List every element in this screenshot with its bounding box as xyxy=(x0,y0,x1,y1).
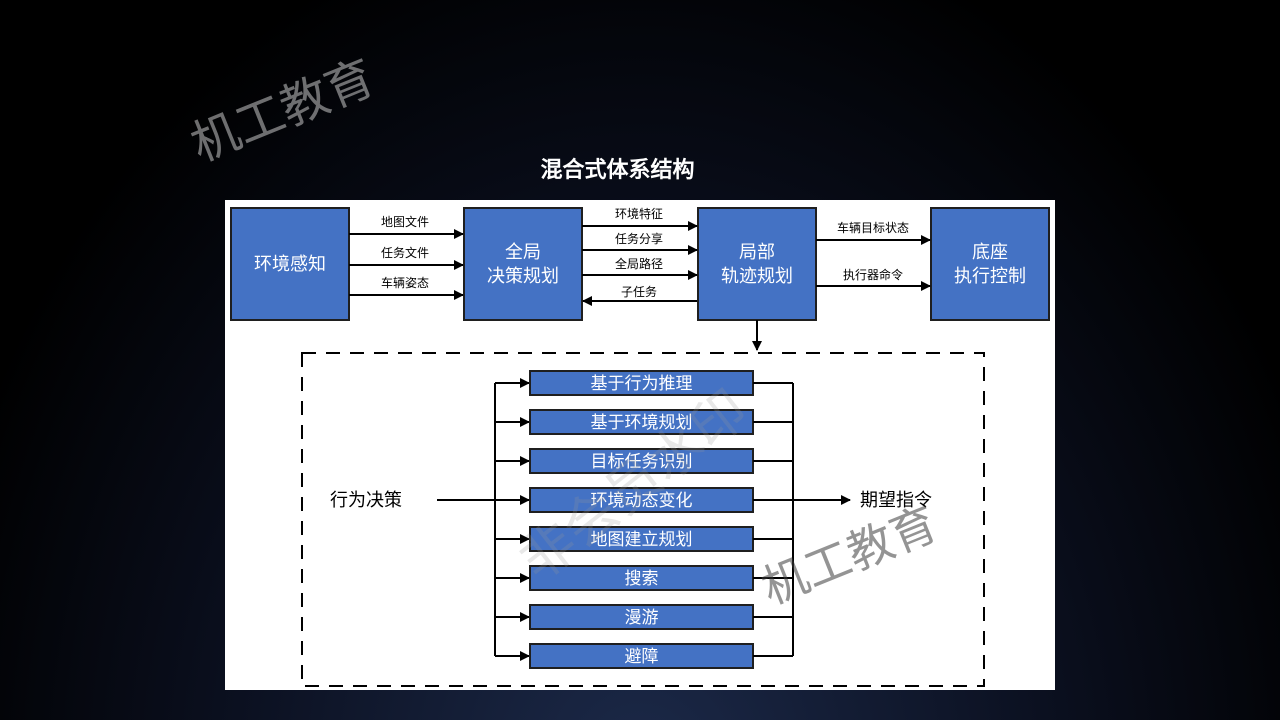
base-control-block: 底座 执行控制 xyxy=(930,207,1050,321)
behavior-item: 避障 xyxy=(495,643,793,669)
behavior-item-label: 地图建立规划 xyxy=(591,530,693,550)
local-label-1: 局部 xyxy=(739,242,775,263)
perception-block: 环境感知 xyxy=(230,207,350,321)
diagram-panel: 环境感知 全局 决策规划 局部 轨迹规划 底座 执行控制 地图文件 任务文件 车… xyxy=(225,200,1055,690)
behavior-item-box xyxy=(529,526,754,552)
local-label-2: 轨迹规划 xyxy=(721,266,793,287)
behavior-item-label: 环境动态变化 xyxy=(591,491,693,511)
arrow-label-global-path: 全局路径 xyxy=(615,256,663,271)
behavior-item: 基于行为推理 xyxy=(495,370,793,396)
arrow-label-env-features: 环境特征 xyxy=(615,206,663,221)
global-label-2: 决策规划 xyxy=(487,266,559,287)
arrow-label-task-file: 任务文件 xyxy=(381,245,429,260)
arrow-label-target-state: 车辆目标状态 xyxy=(837,220,909,235)
global-planning-block: 全局 决策规划 xyxy=(463,207,583,321)
perception-label: 环境感知 xyxy=(254,254,326,275)
base-label-2: 执行控制 xyxy=(954,266,1026,287)
behavior-region xyxy=(301,352,985,687)
local-to-base-arrows: 车辆目标状态 执行器命令 xyxy=(816,220,931,291)
behavior-item: 基于环境规划 xyxy=(495,409,793,435)
behavior-item: 漫游 xyxy=(495,604,793,630)
arrow-label-actuator-cmd: 执行器命令 xyxy=(843,267,903,282)
behavior-item: 环境动态变化 xyxy=(495,487,793,513)
perception-to-global-arrows: 地图文件 任务文件 车辆姿态 xyxy=(349,214,464,300)
behavior-item-box xyxy=(529,565,754,591)
behavior-item-box xyxy=(529,409,754,435)
arrow-label-vehicle-pose: 车辆姿态 xyxy=(381,275,429,290)
behavior-item-label: 基于环境规划 xyxy=(591,413,693,433)
behavior-item: 目标任务识别 xyxy=(495,448,793,474)
behavior-item-label: 漫游 xyxy=(625,608,659,628)
behavior-item-label: 目标任务识别 xyxy=(591,452,693,472)
behavior-item-box xyxy=(529,643,754,669)
global-label-1: 全局 xyxy=(505,242,541,263)
behavior-item-label: 搜索 xyxy=(625,569,659,589)
behavior-output-label: 期望指令 xyxy=(860,490,932,511)
arrow-label-map-file: 地图文件 xyxy=(381,214,429,229)
behavior-item-box xyxy=(529,448,754,474)
local-planning-block: 局部 轨迹规划 xyxy=(697,207,817,321)
behavior-item-box xyxy=(529,370,754,396)
watermark-bottom-right: 机工教育 xyxy=(754,496,945,615)
behavior-item: 地图建立规划 xyxy=(495,526,793,552)
global-to-local-arrows: 环境特征 任务分享 全局路径 子任务 xyxy=(582,206,698,306)
architecture-diagram: 环境感知 全局 决策规划 局部 轨迹规划 底座 执行控制 地图文件 任务文件 车… xyxy=(230,206,1050,687)
slide-title: 混合式体系结构 xyxy=(540,158,695,183)
behavior-item-label: 避障 xyxy=(625,647,659,667)
behavior-input-label: 行为决策 xyxy=(330,490,402,511)
base-label-1: 底座 xyxy=(972,242,1008,263)
behavior-item-label: 基于行为推理 xyxy=(591,374,693,394)
arrow-label-subtask: 子任务 xyxy=(621,284,657,299)
arrow-label-task-share: 任务分享 xyxy=(615,231,663,246)
behavior-item: 搜索 xyxy=(495,565,793,591)
